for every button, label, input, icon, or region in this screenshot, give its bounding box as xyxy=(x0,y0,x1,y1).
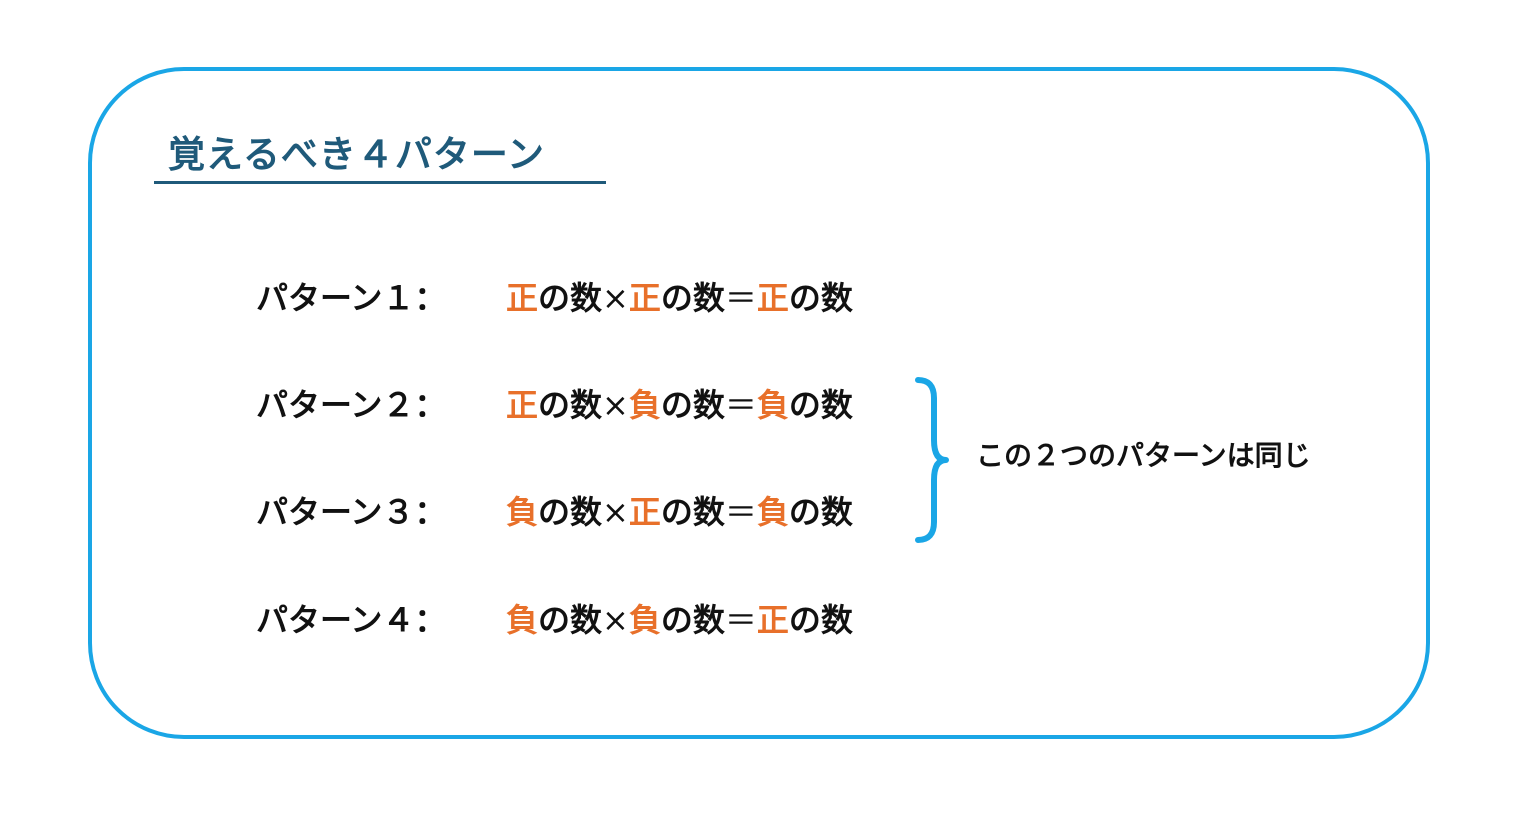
sign-result: 負 xyxy=(756,493,789,531)
title-underline xyxy=(154,181,606,184)
sign-b: 正 xyxy=(628,279,661,317)
sign-a: 負 xyxy=(506,601,539,639)
sign-b: 負 xyxy=(628,601,661,639)
pattern-formula: 正の数×正の数＝正の数 xyxy=(506,276,853,320)
number-suffix: の数 xyxy=(788,279,853,317)
equals-operator: ＝ xyxy=(724,386,757,424)
number-suffix: の数 xyxy=(538,386,603,424)
page-title: 覚えるべき４パターン xyxy=(168,133,546,176)
pattern-label: パターン１： xyxy=(256,279,447,317)
pattern-formula: 正の数×負の数＝負の数 xyxy=(506,383,853,427)
number-suffix: の数 xyxy=(538,493,603,531)
times-operator: × xyxy=(602,279,629,317)
number-suffix: の数 xyxy=(538,279,603,317)
sign-result: 負 xyxy=(756,386,789,424)
pattern-formula: 負の数×正の数＝負の数 xyxy=(506,490,853,534)
times-operator: × xyxy=(602,601,629,639)
sign-b: 負 xyxy=(628,386,661,424)
pattern-formula: 負の数×負の数＝正の数 xyxy=(506,598,853,642)
number-suffix: の数 xyxy=(660,601,725,639)
sign-result: 正 xyxy=(756,279,789,317)
pattern-label: パターン３： xyxy=(256,493,447,531)
times-operator: × xyxy=(602,386,629,424)
equals-operator: ＝ xyxy=(724,279,757,317)
number-suffix: の数 xyxy=(788,386,853,424)
same-pattern-note: この２つのパターンは同じ xyxy=(976,439,1311,472)
grouping-brace-icon xyxy=(915,377,949,543)
sign-a: 負 xyxy=(506,493,539,531)
number-suffix: の数 xyxy=(538,601,603,639)
pattern-label: パターン４： xyxy=(256,601,447,639)
sign-result: 正 xyxy=(756,601,789,639)
number-suffix: の数 xyxy=(660,279,725,317)
pattern-label: パターン２： xyxy=(256,386,447,424)
equals-operator: ＝ xyxy=(724,493,757,531)
number-suffix: の数 xyxy=(788,601,853,639)
sign-a: 正 xyxy=(506,279,539,317)
times-operator: × xyxy=(602,493,629,531)
number-suffix: の数 xyxy=(660,493,725,531)
sign-b: 正 xyxy=(628,493,661,531)
equals-operator: ＝ xyxy=(724,601,757,639)
sign-a: 正 xyxy=(506,386,539,424)
number-suffix: の数 xyxy=(660,386,725,424)
number-suffix: の数 xyxy=(788,493,853,531)
pattern-card xyxy=(88,67,1430,739)
